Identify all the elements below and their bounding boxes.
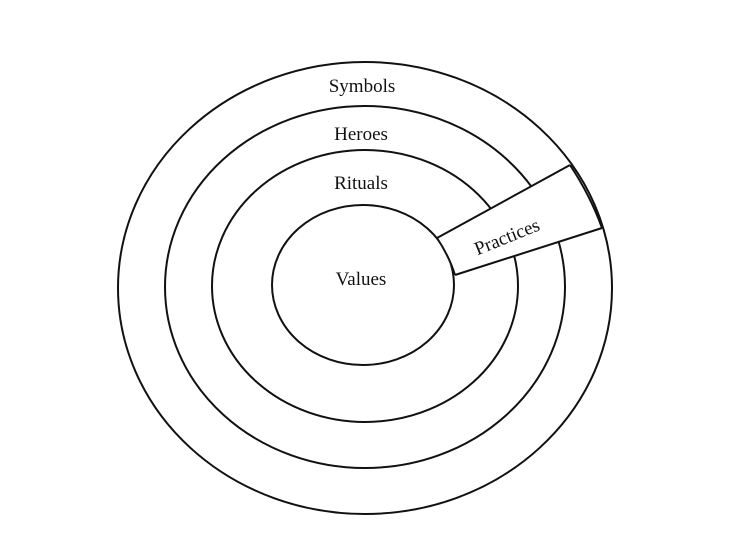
heroes-label: Heroes — [334, 124, 388, 145]
heroes-layer — [164, 105, 566, 469]
values-core — [271, 204, 455, 366]
symbols-label: Symbols — [329, 76, 396, 97]
symbols-layer — [117, 61, 613, 515]
rituals-layer — [211, 149, 519, 423]
values-label: Values — [336, 269, 387, 290]
rituals-label: Rituals — [334, 173, 388, 194]
